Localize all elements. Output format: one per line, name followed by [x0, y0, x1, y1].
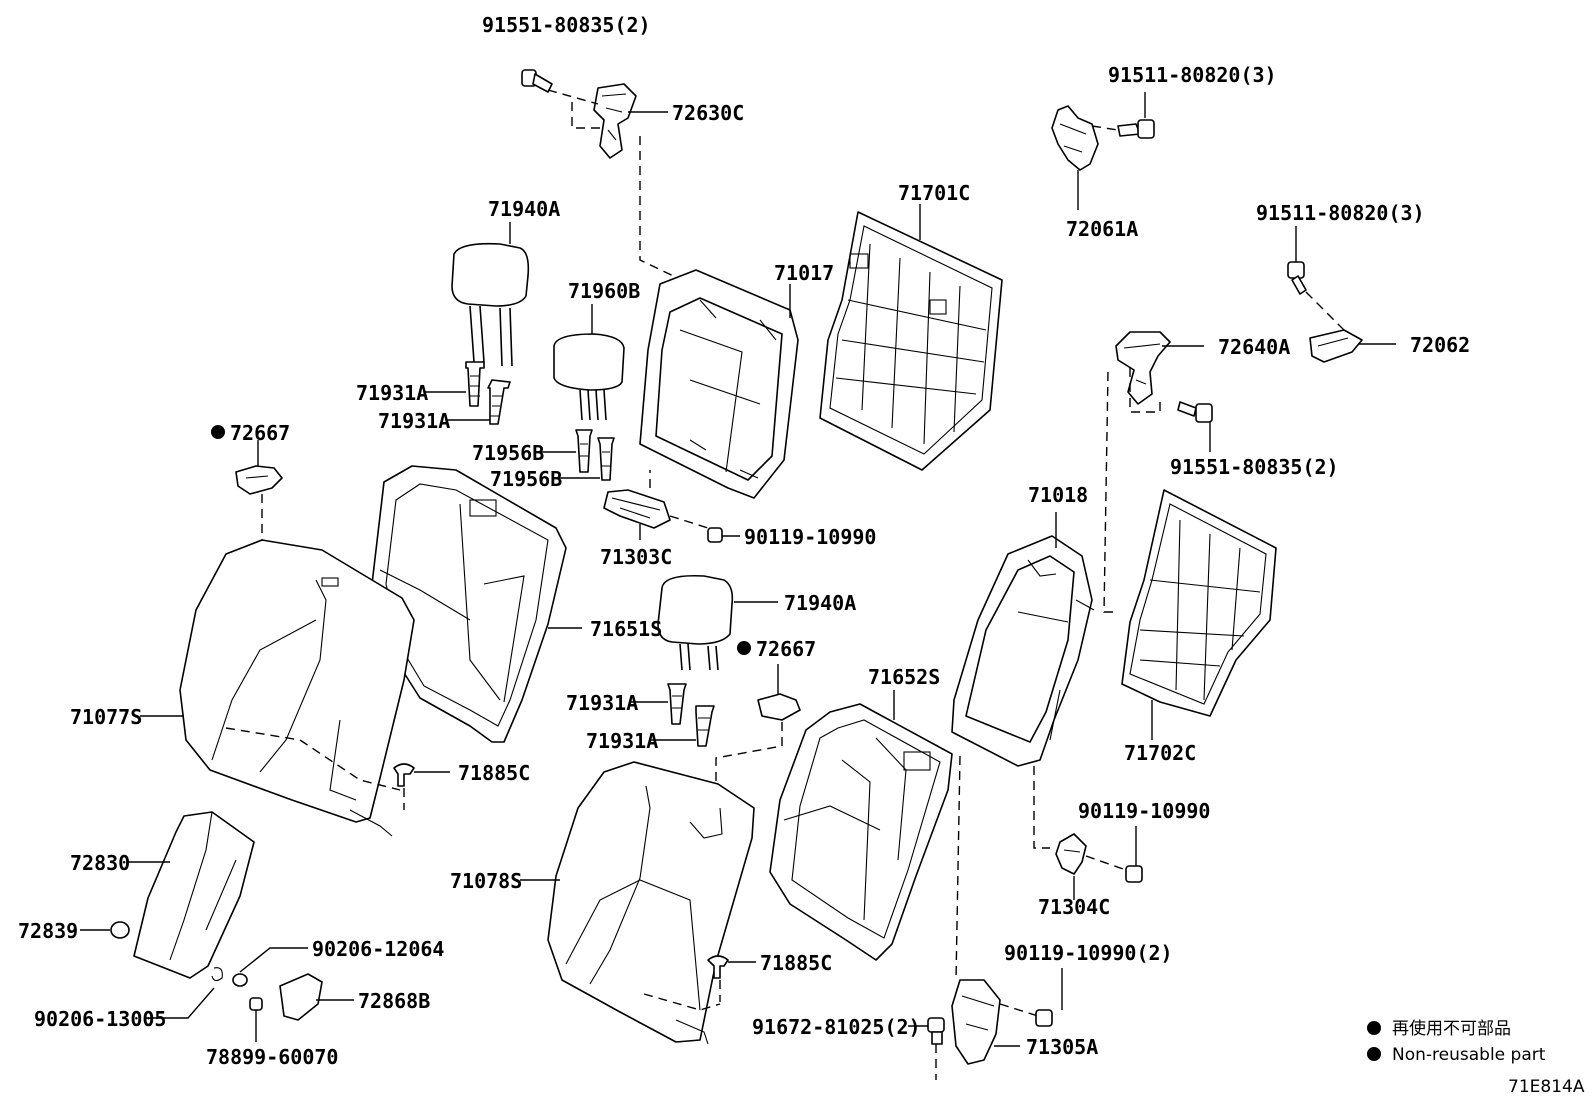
clip-72667-lower	[757, 693, 801, 721]
frame-71017	[639, 269, 799, 499]
label-71018: 71018	[1028, 483, 1088, 507]
label-90206-13005: 90206-13005	[34, 1007, 166, 1031]
label-71940a-lower: 71940A	[784, 591, 856, 615]
label-72640a: 72640A	[1218, 335, 1290, 359]
seatback-71652s	[769, 703, 953, 961]
label-90119-10990-c: 90119-10990(2)	[1004, 941, 1173, 965]
label-72062: 72062	[1410, 333, 1470, 357]
label-91551-80835-right: 91551-80835(2)	[1170, 455, 1339, 479]
legend-text-en: Non-reusable part	[1392, 1045, 1546, 1065]
label-71931a-b: 71931A	[378, 409, 450, 433]
label-90206-12064: 90206-12064	[312, 937, 444, 961]
label-72830: 72830	[70, 851, 130, 875]
guide-71931a-b	[487, 379, 511, 425]
headrest-71940a-lower	[657, 574, 734, 671]
panel-71701c	[819, 211, 1003, 471]
label-71885c-upper: 71885C	[458, 761, 530, 785]
bracket-71304c	[1055, 833, 1087, 875]
guide-71931a-a	[465, 361, 485, 407]
label-90119-10990-b: 90119-10990	[1078, 799, 1210, 823]
guide-71956b-a	[575, 429, 593, 473]
legend-text-jp: 再使用不可部品	[1392, 1018, 1511, 1039]
label-72667-lower: 72667	[756, 637, 816, 661]
label-71652s: 71652S	[868, 665, 940, 689]
non-reusable-bullet-72667-b	[737, 641, 751, 655]
label-71885c-lower: 71885C	[760, 951, 832, 975]
label-91672-81025: 91672-81025(2)	[752, 1015, 921, 1039]
bracket-71305a	[951, 979, 1001, 1065]
bolt-90119-10990-a	[707, 527, 723, 543]
spring-90206-13005	[211, 967, 223, 982]
label-71931a-c: 71931A	[566, 691, 638, 715]
label-71960b: 71960B	[568, 279, 640, 303]
legend-bullet-jp	[1367, 1021, 1381, 1035]
label-72667-upper: 72667	[230, 421, 290, 445]
label-71305a: 71305A	[1026, 1035, 1098, 1059]
frame-71018	[951, 535, 1095, 767]
seatback-71651s	[371, 465, 567, 743]
hinge-72630c	[593, 83, 637, 159]
armrest-72830	[133, 811, 255, 979]
cover-72868b	[279, 973, 323, 1021]
guide-71956b-b	[597, 437, 615, 481]
bolt-91511-80820-a	[1117, 119, 1155, 139]
label-72061a: 72061A	[1066, 217, 1138, 241]
label-71956b-a: 71956B	[472, 441, 544, 465]
hinge-72640a	[1115, 331, 1171, 405]
cover-71077s	[179, 539, 415, 837]
label-71077s: 71077S	[70, 705, 142, 729]
figure-code: 71E814A	[1508, 1077, 1585, 1097]
headrest-71960b	[553, 333, 625, 421]
bolt-91551-80835-right	[1177, 401, 1213, 423]
label-78899-60070: 78899-60070	[206, 1045, 338, 1069]
label-71017: 71017	[774, 261, 834, 285]
bracket-72062	[1309, 329, 1363, 363]
panel-71702c	[1121, 489, 1277, 717]
bolt-91551-80835-top	[521, 69, 553, 93]
label-71303c: 71303C	[600, 545, 672, 569]
bolt-90119-10990-c	[1035, 1009, 1053, 1027]
bracket-71303c	[603, 489, 671, 529]
hinge-72061a	[1051, 105, 1099, 171]
label-71651s: 71651S	[590, 617, 662, 641]
clip-71885c-upper	[393, 763, 415, 787]
label-71701c: 71701C	[898, 181, 970, 205]
bolt-90119-10990-b	[1125, 865, 1143, 883]
non-reusable-bullet-72667-a	[211, 425, 225, 439]
fastener-78899-60070	[249, 997, 263, 1011]
label-91511-80820-b: 91511-80820(3)	[1256, 201, 1425, 225]
headrest-71940a-upper	[451, 242, 530, 367]
guide-71931a-c	[667, 683, 687, 725]
label-71956b-b: 71956B	[490, 467, 562, 491]
legend-bullet-en	[1367, 1047, 1381, 1061]
guide-71931a-d	[695, 705, 715, 747]
bolt-91672-81025	[927, 1017, 945, 1045]
label-90119-10990-a: 90119-10990	[744, 525, 876, 549]
label-71931a-a: 71931A	[356, 381, 428, 405]
label-71702c: 71702C	[1124, 741, 1196, 765]
label-72839: 72839	[18, 919, 78, 943]
label-71304c: 71304C	[1038, 895, 1110, 919]
cap-72839	[110, 921, 130, 939]
clip-71885c-lower	[707, 955, 729, 979]
label-71931a-d: 71931A	[586, 729, 658, 753]
cover-71078s	[547, 761, 755, 1045]
label-72868b: 72868B	[358, 989, 430, 1013]
clip-72667-upper	[235, 465, 283, 495]
bolt-91511-80820-b	[1287, 261, 1307, 295]
label-71078s: 71078S	[450, 869, 522, 893]
label-71940a-upper: 71940A	[488, 197, 560, 221]
label-91511-80820-a: 91511-80820(3)	[1108, 63, 1277, 87]
label-91551-80835-top: 91551-80835(2)	[482, 13, 651, 37]
label-72630c: 72630C	[672, 101, 744, 125]
spring-90206-12064	[232, 973, 248, 987]
